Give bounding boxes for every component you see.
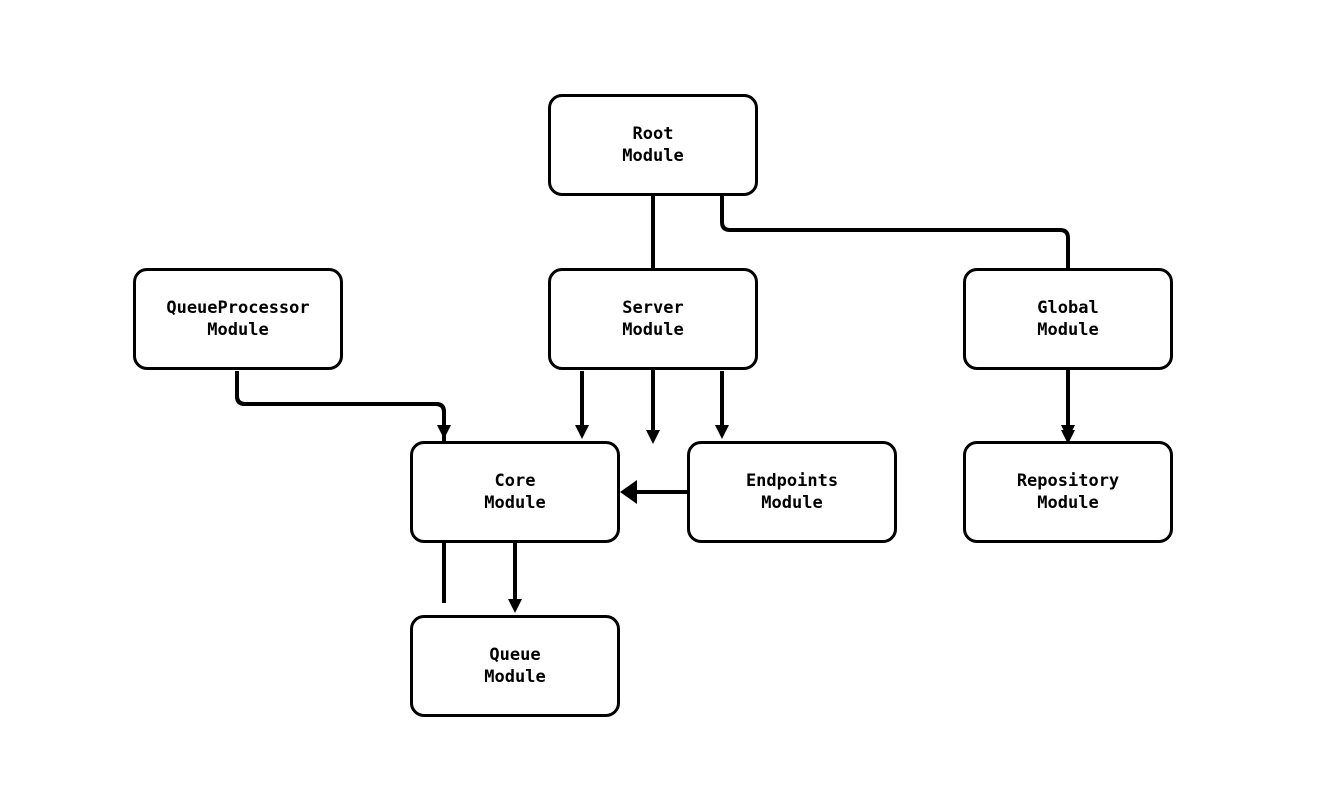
node-endpoints-module[interactable]: Endpoints Module	[687, 441, 897, 543]
node-label-line2: Module	[1037, 493, 1099, 513]
node-queueprocessor-module[interactable]: QueueProcessor Module	[133, 268, 343, 370]
node-label-line1: Server	[622, 298, 684, 318]
node-core-module[interactable]: Core Module	[410, 441, 620, 543]
node-label-line2: Module	[484, 667, 546, 687]
node-label-line1: Endpoints	[745, 471, 839, 491]
node-label-line2: Module	[622, 320, 684, 340]
node-queue-module[interactable]: Queue Module	[410, 615, 620, 717]
node-label-line2: Module	[1037, 320, 1099, 340]
node-label-line1: Global	[1037, 298, 1099, 318]
node-label-line2: Module	[484, 493, 546, 513]
node-label-line1: Queue	[489, 645, 541, 665]
edge-global-to-repository	[1061, 371, 1075, 439]
edge-server-to-endpoints	[715, 371, 729, 439]
node-label-line1: QueueProcessor	[166, 298, 310, 318]
node-label-line2: Module	[622, 146, 684, 166]
node-label-line2: Module	[761, 493, 823, 513]
node-global-module[interactable]: Global Module	[963, 268, 1173, 370]
node-label-line1: Repository	[1016, 471, 1120, 491]
edge-server-to-core	[575, 371, 589, 439]
node-label-line2: Module	[207, 320, 269, 340]
node-repository-module[interactable]: Repository Module	[963, 441, 1173, 543]
edge-endpoints-to-core	[620, 480, 687, 504]
node-root-module[interactable]: Root Module	[548, 94, 758, 196]
node-label-line1: Root	[632, 124, 674, 144]
edge-core-to-queue	[508, 543, 522, 613]
node-server-module[interactable]: Server Module	[548, 268, 758, 370]
node-label-line1: Core	[494, 471, 536, 491]
